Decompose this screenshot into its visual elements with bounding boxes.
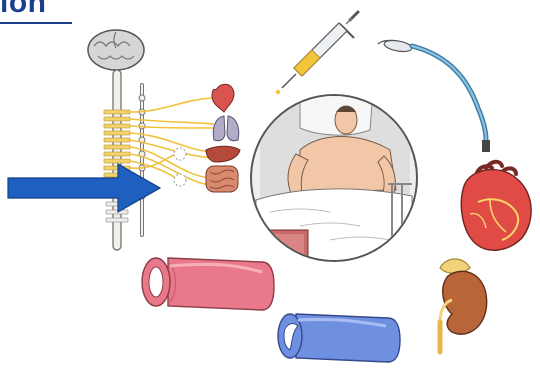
brain-icon (88, 30, 144, 70)
lungs-icon (213, 116, 238, 141)
heart-icon (461, 162, 531, 251)
autonomic-nervous-system-icon (88, 30, 240, 250)
arrow-right-icon (8, 164, 160, 212)
liver-icon (206, 146, 240, 162)
kidney-adrenal-icon (440, 259, 487, 352)
artery-vessel-icon (142, 258, 274, 310)
vein-vessel-icon (278, 314, 400, 362)
intestines-icon (206, 166, 238, 192)
syringe-icon (276, 12, 358, 94)
patient-in-bed-icon (251, 90, 417, 270)
small-heart-icon (212, 84, 234, 112)
